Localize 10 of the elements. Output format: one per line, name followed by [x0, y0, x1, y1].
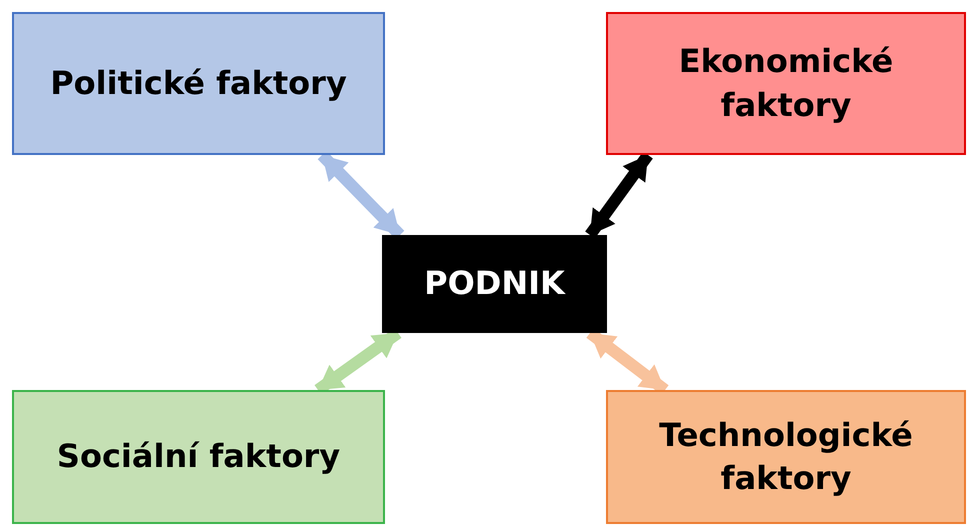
box-label: Sociální faktory — [56, 436, 340, 478]
factor-box — [382, 235, 607, 333]
factor-box — [12, 12, 385, 155]
box-label: PODNIK — [424, 263, 565, 304]
box-label: Ekonomické faktory — [678, 41, 894, 126]
factor-box — [12, 390, 385, 524]
factor-box — [606, 12, 966, 155]
box-label: Technologické faktory — [658, 414, 914, 499]
box-label: Politické faktory — [50, 62, 347, 104]
factor-box — [606, 390, 966, 524]
